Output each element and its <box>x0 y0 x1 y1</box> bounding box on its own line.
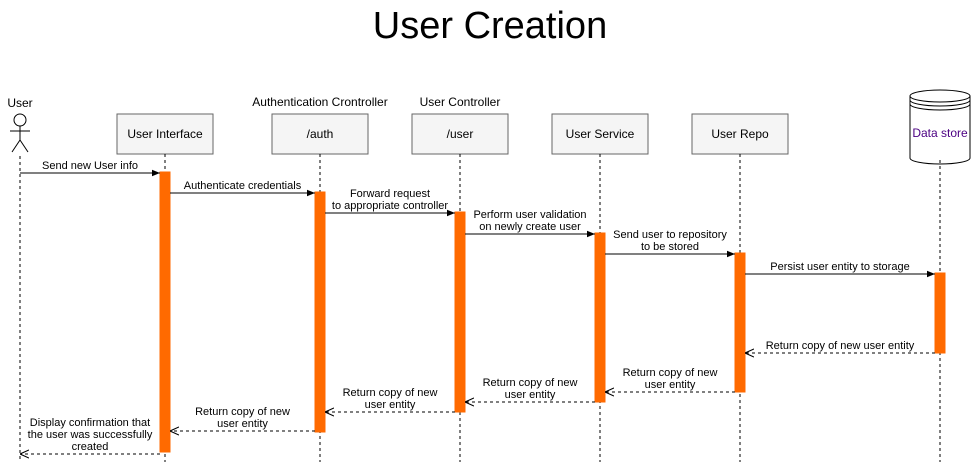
stick-figure-icon <box>10 113 30 153</box>
diagram-title: User Creation <box>373 5 607 47</box>
activation-bar-store <box>934 272 946 354</box>
participant-label: Data store <box>912 126 968 140</box>
participant-box <box>551 113 649 155</box>
message-label: to appropriate controller <box>332 200 449 212</box>
message-label: Return copy of new <box>195 406 290 418</box>
activation-bar-svc <box>594 232 606 403</box>
msg-send-user-info: Send new User info <box>20 160 160 177</box>
actor-user: User <box>7 96 33 462</box>
ret-store-to-repo: Return copy of new user entity <box>745 340 935 353</box>
participant-box <box>411 113 509 155</box>
participant-label: User Service <box>566 127 635 141</box>
message-label: user entity <box>217 418 268 430</box>
message-label: to be stored <box>641 241 699 253</box>
participant-label: /auth <box>307 127 334 141</box>
activation-bar-repo <box>734 252 746 393</box>
message-label: Send user to repository <box>613 229 727 241</box>
message-label: Forward request <box>350 188 430 200</box>
actor-label: User <box>7 96 32 110</box>
message-label: user entity <box>365 399 416 411</box>
message-label: Authenticate credentials <box>184 180 302 192</box>
participant-box <box>271 113 369 155</box>
message-label: Return copy of new <box>623 367 718 379</box>
activation-bar-ui <box>159 171 171 453</box>
message-label: Send new User info <box>42 160 138 172</box>
participant-group-label: Authentication Crontroller <box>252 95 387 109</box>
message-label: user entity <box>645 379 696 391</box>
participant-ui: User Interface <box>116 113 214 462</box>
participant-store: Data store <box>909 89 971 462</box>
message-label: Return copy of new user entity <box>766 340 915 352</box>
message-label: Display confirmation that <box>30 417 150 429</box>
activation-bar-user <box>454 211 466 413</box>
participant-svc: User Service <box>551 113 649 462</box>
message-label: the user was successfully <box>28 429 153 441</box>
participant-group-label: User Controller <box>420 95 501 109</box>
message-label: Return copy of new <box>343 387 438 399</box>
message-label: Persist user entity to storage <box>770 261 909 273</box>
participant-box <box>116 113 214 155</box>
activation-bar-auth <box>314 191 326 433</box>
message-label: created <box>72 441 109 453</box>
msg-authenticate: Authenticate credentials <box>170 180 315 197</box>
message-label: Return copy of new <box>483 377 578 389</box>
message-label: on newly create user <box>479 221 581 233</box>
participant-repo: User Repo <box>691 113 789 462</box>
participant-box <box>691 113 789 155</box>
database-icon <box>909 89 971 165</box>
participant-label: User Repo <box>711 127 769 141</box>
message-label: Perform user validation <box>473 209 586 221</box>
msg-persist-entity: Persist user entity to storage <box>745 261 935 278</box>
participant-auth: Authentication Crontroller/auth <box>252 95 388 462</box>
participant-label: User Interface <box>127 127 203 141</box>
message-label: user entity <box>505 389 556 401</box>
participant-user: User Controller/user <box>411 95 509 462</box>
participant-label: /user <box>447 127 474 141</box>
